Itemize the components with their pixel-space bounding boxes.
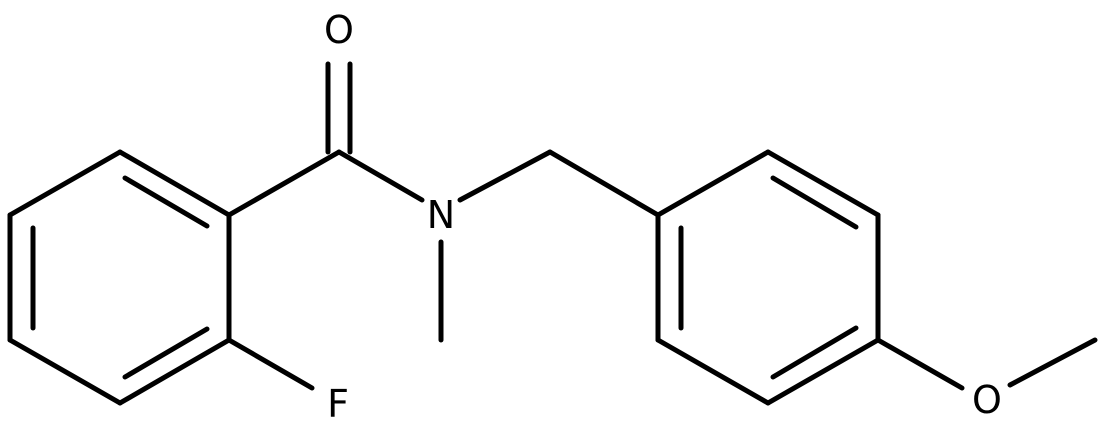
carbonyl-oxygen-label: O [324, 8, 354, 52]
nitrogen-atom-label: N [427, 193, 455, 237]
bond-carbonyl-n [336, 149, 425, 203]
ring2-bond-c4-c5-inner [770, 325, 859, 380]
ring1-bond-c2-c3 [7, 149, 123, 218]
ring2-bond-c4-c5 [765, 337, 881, 406]
bond-n-ch2 [457, 149, 553, 203]
fluorine-atom-label: F [327, 382, 349, 426]
ring1-bond-c5-c6 [117, 337, 232, 406]
bond-o-methyl [1007, 337, 1098, 388]
methoxyphenyl-ring [655, 149, 881, 406]
methoxy-oxygen-label: O [972, 378, 1002, 422]
ring2-bond-c1-c2 [655, 149, 771, 218]
bond-ch2-ring [547, 149, 661, 218]
ring2-bond-c2-c3 [765, 149, 881, 218]
bond-c-f [226, 337, 315, 391]
ring1-bond-c1-c2 [117, 149, 232, 218]
fluorophenyl-ring [7, 149, 232, 406]
ring2-bond-c5-c6 [655, 337, 771, 406]
ring1-bond-c5-c6-inner [122, 326, 210, 380]
bond-ring-carbonyl [226, 149, 342, 218]
ring1-bond-c1-c2-inner [122, 175, 210, 229]
bond-ring-o [875, 337, 965, 391]
ring2-bond-c2-c3-inner [770, 175, 859, 230]
ring1-bond-c4-c5 [7, 337, 123, 406]
